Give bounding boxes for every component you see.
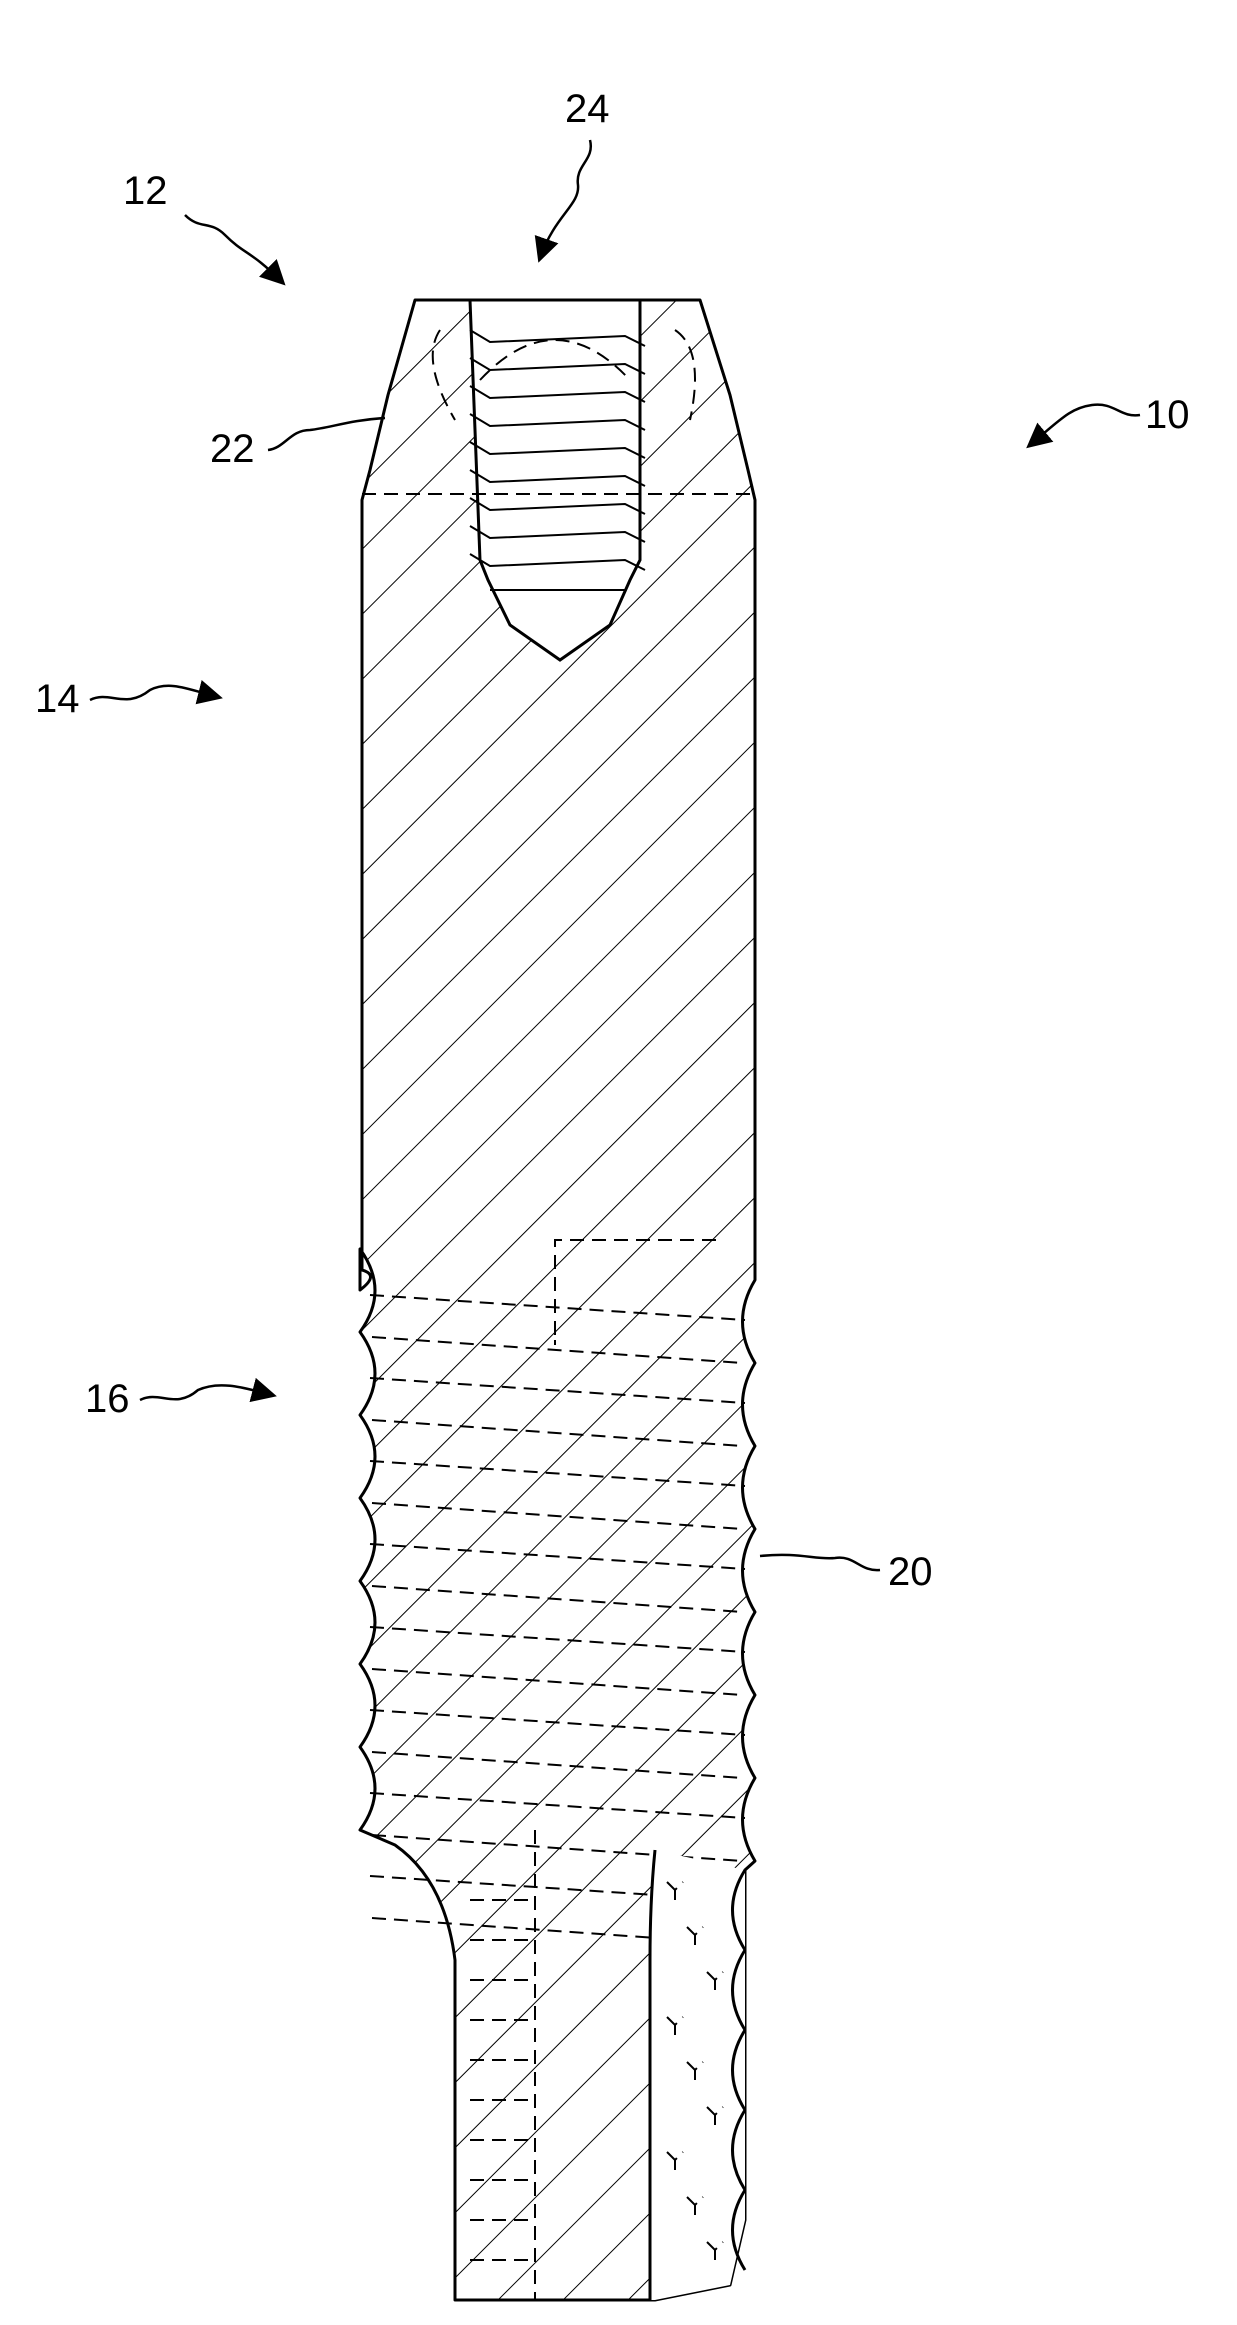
ref-14-group: 14 — [35, 677, 218, 721]
apical-relief-fill — [650, 1850, 745, 2300]
ref-label-16: 16 — [85, 1377, 130, 1421]
ref-20-group: 20 — [760, 1550, 933, 1594]
leader-22 — [268, 418, 385, 450]
leader-20 — [760, 1555, 880, 1570]
ref-22-group: 22 — [210, 418, 385, 471]
ref-label-24: 24 — [565, 87, 610, 131]
apical-relief-region — [650, 1850, 745, 2300]
ref-label-12: 12 — [123, 169, 168, 213]
ref-label-10: 10 — [1145, 393, 1190, 437]
leader-16 — [140, 1385, 272, 1400]
leader-14 — [90, 686, 218, 700]
ref-24-group: 24 — [540, 87, 610, 258]
ref-16-group: 16 — [85, 1377, 272, 1421]
ref-label-22: 22 — [210, 427, 255, 471]
leader-24 — [540, 140, 591, 258]
leader-10 — [1030, 405, 1140, 445]
ref-10-group: 10 — [1030, 393, 1190, 445]
ref-label-20: 20 — [888, 1550, 933, 1594]
ref-12-group: 12 — [123, 169, 282, 282]
ref-label-14: 14 — [35, 677, 80, 721]
leader-12 — [185, 215, 282, 282]
